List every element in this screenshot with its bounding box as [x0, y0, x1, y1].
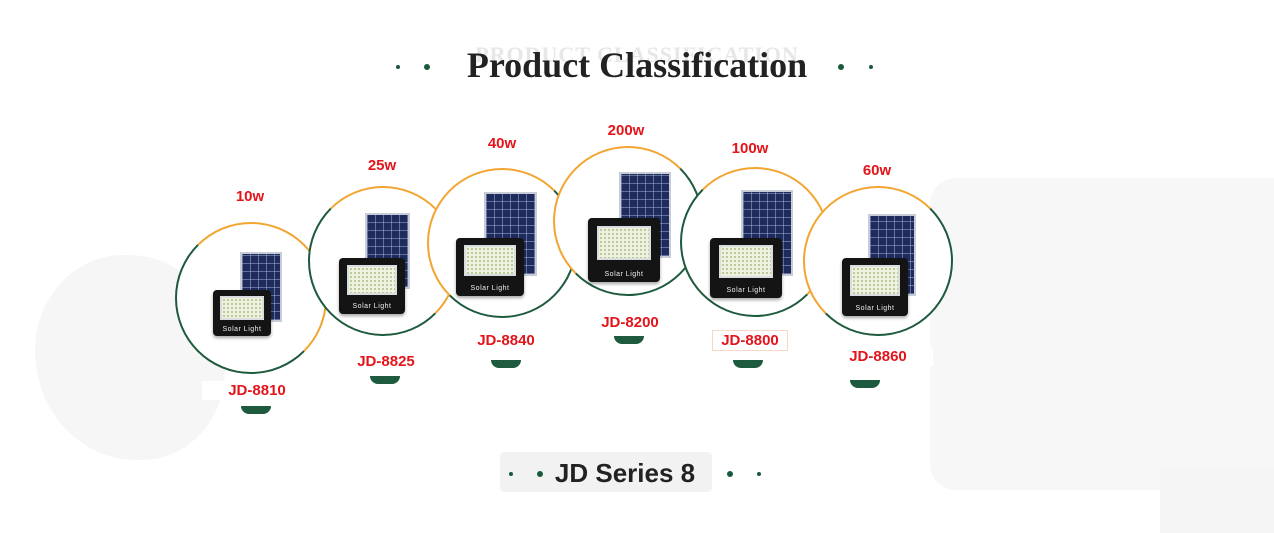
decor-dot — [509, 472, 513, 476]
led-array — [596, 225, 652, 261]
floodlight-image: Solar Light — [710, 238, 782, 298]
wattage-label: 100w — [731, 140, 769, 157]
decor-half-dot — [491, 360, 521, 368]
led-array — [849, 264, 901, 297]
floodlight-image: Solar Light — [339, 258, 405, 314]
led-array — [464, 244, 516, 277]
model-label: JD-8200 — [575, 313, 685, 332]
background-shape-corner — [1160, 470, 1274, 533]
decor-dot — [396, 65, 400, 69]
decor-dot — [757, 472, 761, 476]
led-array — [718, 245, 774, 278]
model-label: JD-8800 — [712, 330, 788, 351]
model-label: JD-8860 — [823, 347, 933, 366]
decor-dot — [838, 64, 844, 70]
series-pill — [500, 452, 712, 492]
lamp-label: Solar Light — [352, 303, 392, 311]
floodlight-image: Solar Light — [213, 290, 271, 336]
lamp-label: Solar Light — [855, 304, 895, 312]
background-shape-right — [930, 178, 1274, 490]
wattage-label: 10w — [235, 188, 265, 205]
model-label: JD-8825 — [331, 352, 441, 371]
decor-half-dot — [241, 406, 271, 414]
wattage-label: 200w — [607, 122, 645, 139]
decor-dot — [869, 65, 873, 69]
heading-ghost-text: PRODUCT CLASSIFICATION — [475, 42, 799, 67]
lamp-label: Solar Light — [470, 284, 510, 292]
decor-half-dot — [614, 336, 644, 344]
decor-half-dot — [370, 376, 400, 384]
wattage-label: 60w — [862, 162, 892, 179]
led-array — [219, 295, 265, 321]
decor-dot — [727, 471, 733, 477]
lamp-label: Solar Light — [604, 270, 644, 278]
wattage-label: 40w — [487, 135, 517, 152]
page-title: Product Classification — [466, 45, 808, 85]
decor-half-dot — [733, 360, 763, 368]
section-heading: PRODUCT CLASSIFICATION Product Classific… — [0, 40, 1274, 100]
decor-dot — [537, 471, 543, 477]
floodlight-image: Solar Light — [588, 218, 660, 282]
wattage-label: 25w — [367, 157, 397, 174]
series-footer: JD Series 8 — [0, 452, 1274, 496]
floodlight-image: Solar Light — [842, 258, 908, 316]
model-label: JD-8810 — [202, 381, 312, 400]
lamp-label: Solar Light — [726, 286, 766, 294]
model-label: JD-8840 — [451, 331, 561, 350]
series-title: JD Series 8 — [554, 458, 696, 488]
lamp-label: Solar Light — [222, 325, 262, 333]
floodlight-image: Solar Light — [456, 238, 524, 296]
led-array — [346, 264, 398, 295]
decor-half-dot — [850, 380, 880, 388]
decor-dot — [424, 64, 430, 70]
